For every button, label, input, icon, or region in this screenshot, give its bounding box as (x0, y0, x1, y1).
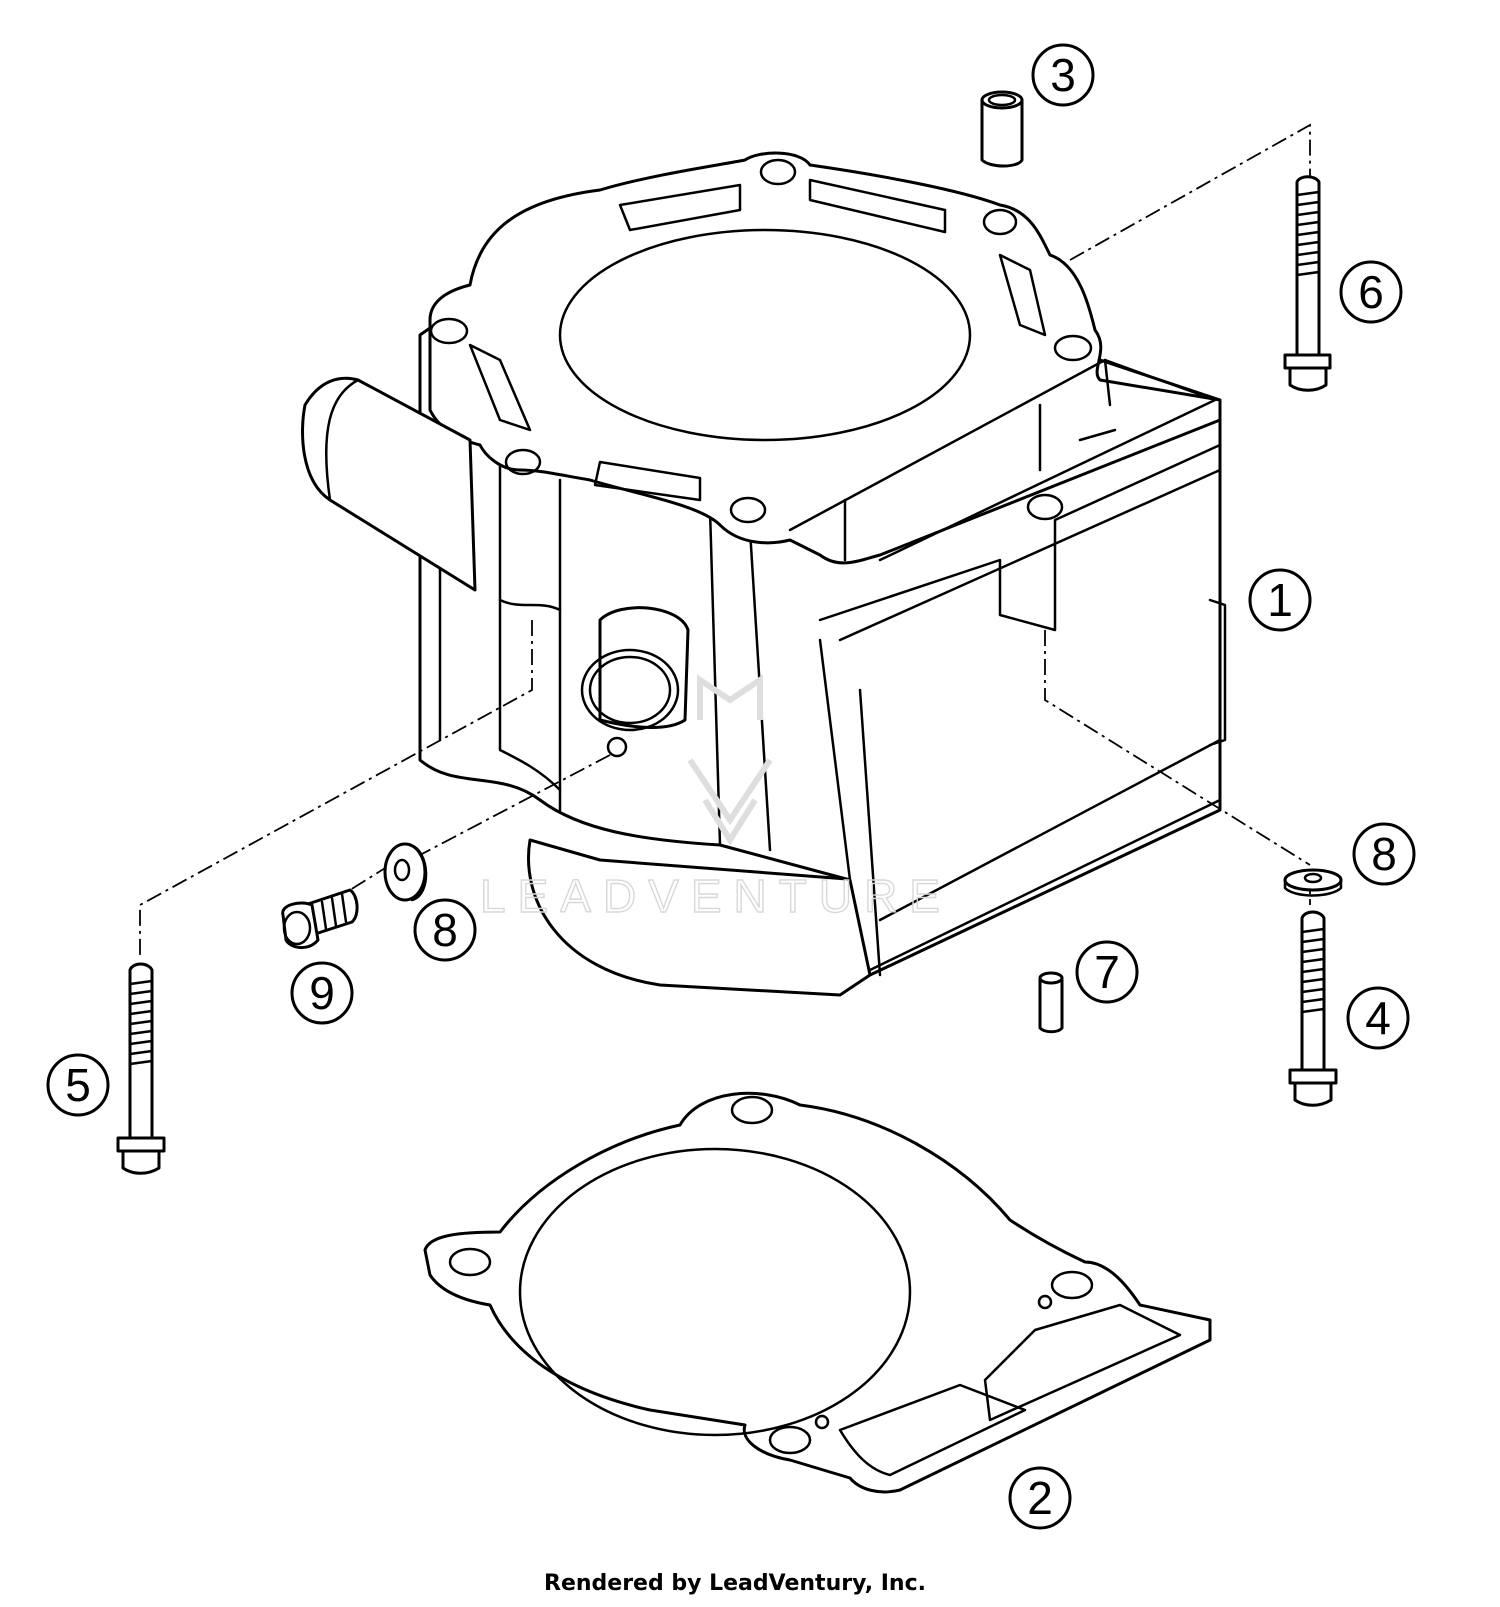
callout-4: 4 (1346, 986, 1410, 1050)
callout-2: 2 (1008, 1466, 1072, 1530)
pin[interactable] (1038, 971, 1064, 1034)
callout-number: 7 (1094, 946, 1120, 998)
callout-5: 5 (46, 1053, 110, 1117)
callout-number: 8 (1371, 828, 1397, 880)
washer-right[interactable] (1283, 868, 1343, 897)
footer-credit: Rendered by LeadVentury, Inc. (544, 1571, 926, 1596)
watermark: LEADVENTURE (479, 674, 952, 923)
callout-1: 1 (1248, 568, 1312, 632)
callout-number: 8 (432, 904, 458, 956)
callout-7: 7 (1075, 940, 1139, 1004)
callout-number: 6 (1358, 266, 1384, 318)
washer-left[interactable] (383, 842, 428, 902)
callout-3: 3 (1031, 43, 1095, 107)
bolt-right-lower[interactable] (1288, 910, 1338, 1107)
callout-number: 4 (1365, 992, 1391, 1044)
callout-number: 5 (65, 1059, 91, 1111)
callout-6: 6 (1339, 260, 1403, 324)
bolt-right-upper[interactable] (1283, 175, 1332, 392)
cylinder[interactable] (301, 151, 1227, 997)
callout-8-left: 8 (413, 898, 477, 962)
watermark-text: LEADVENTURE (480, 870, 952, 922)
assembly-lines (139, 123, 1311, 955)
callout-number: 3 (1050, 49, 1076, 101)
callout-number: 1 (1267, 574, 1293, 626)
callout-9: 9 (290, 961, 354, 1025)
callout-8-right: 8 (1352, 822, 1416, 886)
callout-number: 2 (1027, 1472, 1053, 1524)
bolt-left[interactable] (116, 962, 166, 1175)
base-gasket[interactable] (423, 1091, 1212, 1494)
dowel-sleeve[interactable] (980, 90, 1024, 168)
callout-number: 9 (309, 967, 335, 1019)
screw[interactable] (281, 888, 359, 949)
